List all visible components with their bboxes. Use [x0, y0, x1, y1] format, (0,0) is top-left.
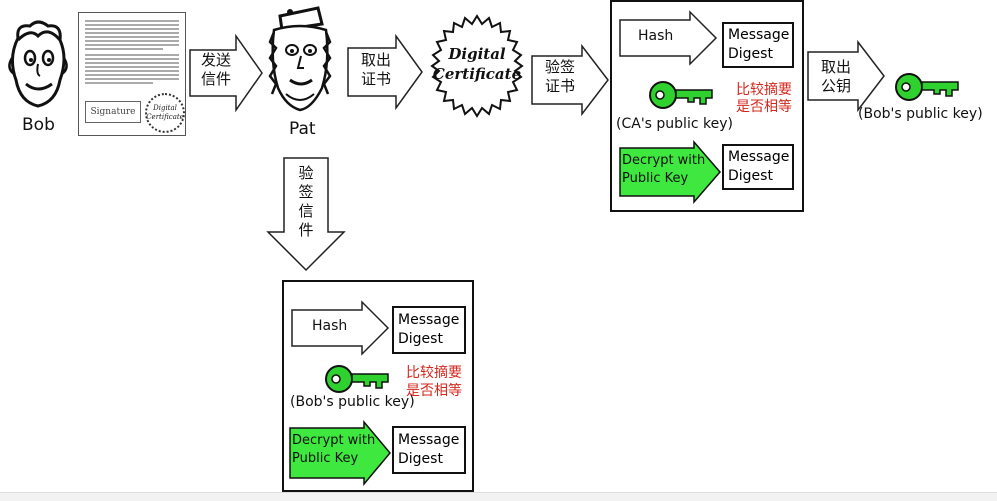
digital-certificate-seal-icon: [430, 14, 524, 118]
send-letter-arrow: [189, 34, 263, 112]
bottom-scroll-strip: [0, 492, 997, 501]
verify-letter-arrow: [266, 157, 346, 272]
letter-text-lines: [85, 20, 179, 84]
hash-arrow-shape: [619, 10, 718, 66]
ca-public-key-icon: [649, 81, 713, 109]
bob-public-key-label: (Bob's public key): [290, 394, 415, 410]
pat-label: Pat: [289, 119, 316, 139]
ca-public-key-label: (CA's public key): [616, 116, 733, 132]
hash-arrow-shape: [291, 300, 390, 356]
bob-label: Bob: [22, 115, 55, 135]
compare-digest-note: 比较摘要 是否相等: [406, 365, 462, 399]
compare-digest-note: 比较摘要 是否相等: [736, 82, 792, 115]
decrypt-label: Decrypt with Public Key: [292, 433, 376, 466]
send-letter-label: 发送 信件: [200, 51, 231, 88]
message-digest-box: Message Digest: [722, 22, 794, 68]
get-pubkey-label: 取出 公钥: [820, 58, 851, 95]
pat-face-icon: [268, 6, 332, 112]
certificate-seal-text: Digital Certificate: [432, 45, 522, 83]
hash-label: Hash: [312, 318, 348, 334]
get-pubkey-arrow: [807, 40, 885, 112]
decrypt-arrow-shape: [619, 140, 721, 204]
decrypted-digest-box: Message Digest: [392, 426, 466, 474]
verify-cert-label: 验签 证书: [544, 58, 575, 95]
hash-label: Hash: [638, 28, 674, 44]
letter-seal-text: Digital Certificate: [146, 104, 184, 121]
message-digest-box: Message Digest: [392, 306, 466, 354]
letter-verification-panel: Hash Message Digest 比较摘要 是否相等 (Bob's pub…: [282, 280, 474, 492]
get-cert-arrow: [347, 34, 423, 110]
bob-public-key-label: (Bob's public key): [858, 106, 983, 122]
get-cert-label: 取出 证书: [360, 51, 391, 88]
bob-face-icon: [8, 20, 68, 108]
verify-cert-arrow: [531, 44, 609, 116]
decrypt-label: Decrypt with Public Key: [622, 153, 706, 186]
bob-public-key-icon: [325, 365, 389, 393]
signature-box: Signature: [85, 101, 141, 123]
decrypt-arrow-shape: [289, 420, 391, 486]
bob-public-key-icon: [895, 73, 959, 101]
decrypted-digest-box: Message Digest: [722, 144, 794, 190]
letter-seal: Digital Certificate: [145, 93, 185, 133]
verify-letter-label: 验 签 信 件: [298, 164, 314, 239]
cert-verification-panel: Hash Message Digest 比较摘要 是否相等 (CA's publ…: [610, 0, 804, 212]
signed-letter: Signature Digital Certificate: [78, 12, 186, 136]
